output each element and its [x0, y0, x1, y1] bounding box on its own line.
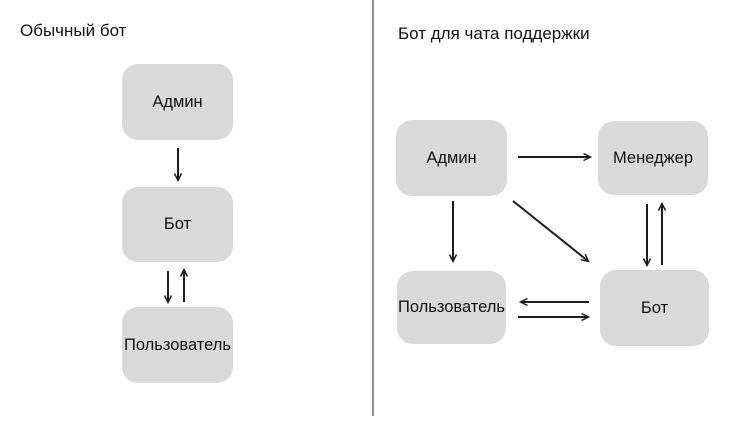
- node-right-user: Пользователь: [397, 271, 506, 344]
- node-left-admin: Админ: [122, 64, 233, 140]
- panel-divider: [372, 0, 374, 416]
- right-panel-title: Бот для чата поддержки: [398, 24, 590, 43]
- node-right-admin: Админ: [396, 120, 507, 196]
- node-right-bot: Бот: [600, 270, 709, 346]
- node-left-bot-label: Бот: [163, 215, 192, 233]
- node-left-user-label: Пользователь: [123, 335, 232, 354]
- node-right-bot-label: Бот: [640, 298, 669, 317]
- arrow-right-admin-to-bot-diagonal: [512, 200, 590, 263]
- node-left-admin-label: Админ: [152, 92, 203, 111]
- node-right-user-label: Пользователь: [397, 298, 506, 316]
- node-left-bot: Бот: [122, 187, 233, 262]
- left-panel-title: Обычный бот: [20, 21, 127, 40]
- node-left-user: Пользователь: [122, 307, 233, 383]
- node-right-manager-label: Менеджер: [612, 148, 694, 167]
- node-right-manager: Менеджер: [598, 121, 708, 195]
- node-right-admin-label: Админ: [426, 148, 477, 167]
